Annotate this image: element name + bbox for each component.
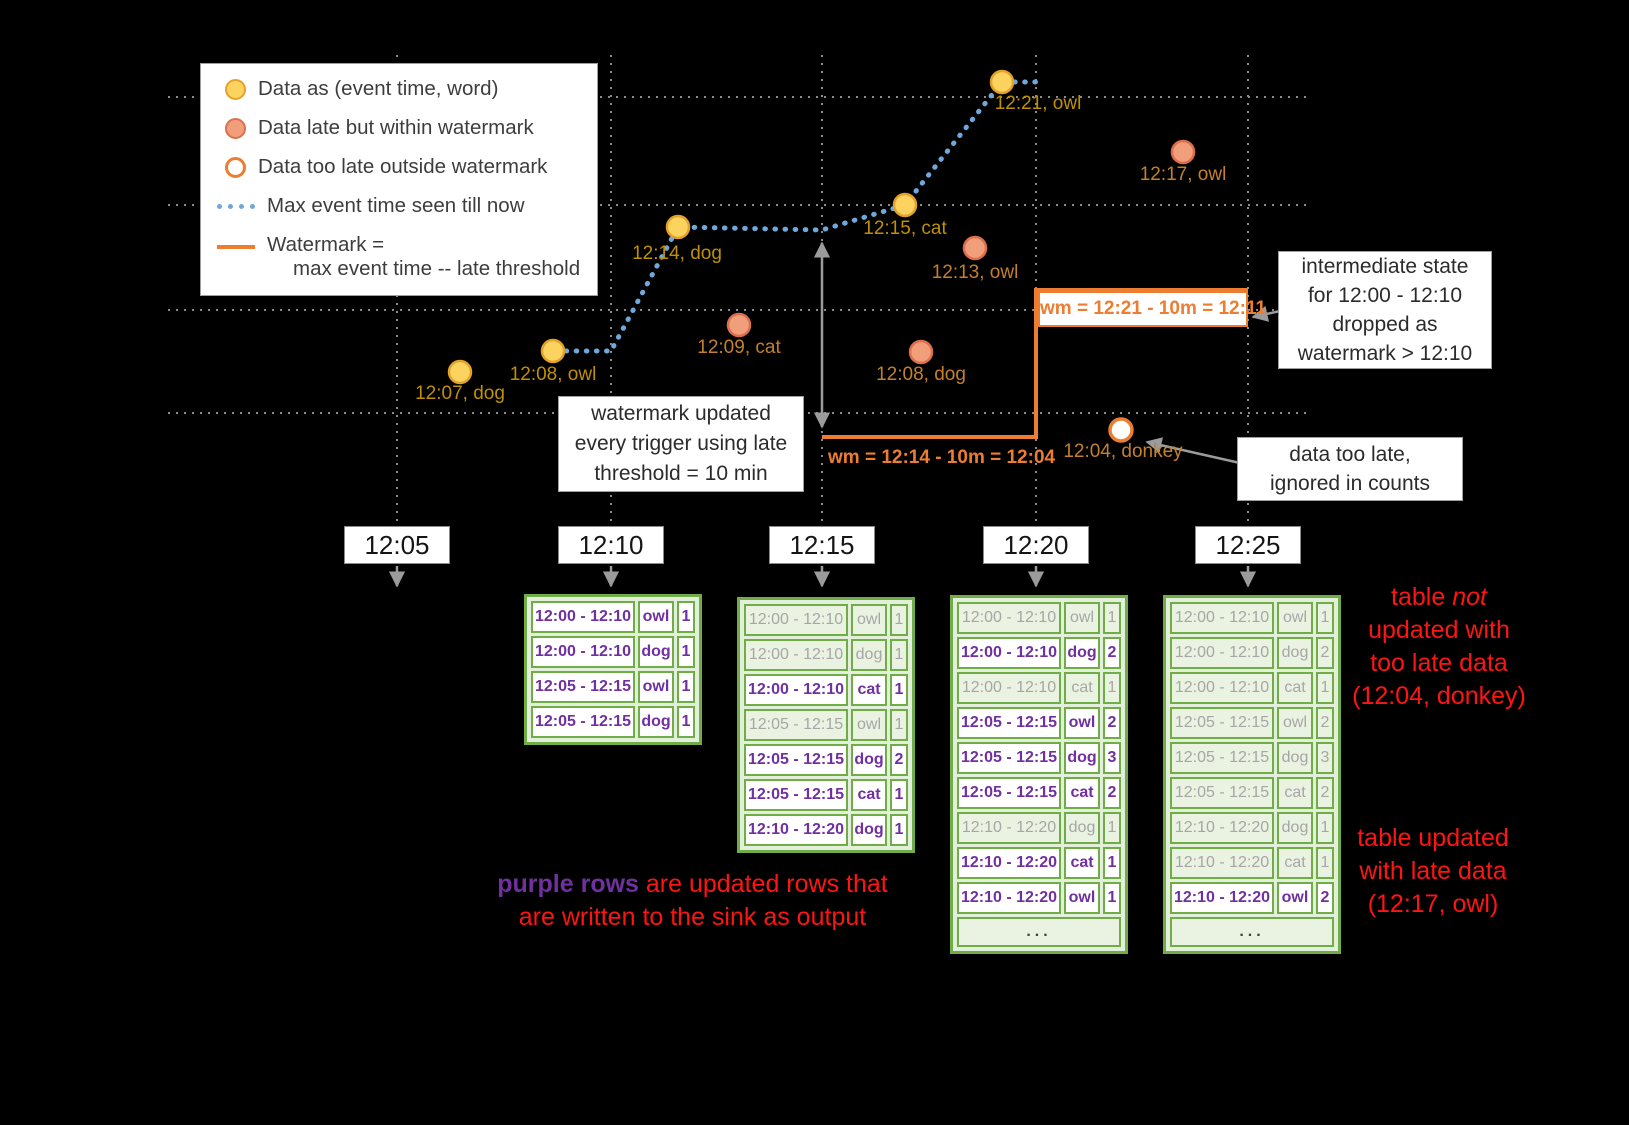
not-updated-line1: table not: [1345, 581, 1533, 614]
purple-rows-rest: are updated rows that: [638, 870, 888, 898]
purple-rows-highlight: purple rows: [497, 870, 639, 898]
data-point-ontime: [665, 214, 691, 240]
data-point-toolate: [1108, 417, 1134, 443]
data-point-late: [1170, 139, 1196, 165]
not-updated-rest: updated with too late data (12:04, donke…: [1352, 616, 1526, 710]
data-point-ontime: [892, 192, 918, 218]
note-table-updated-late: table updated with late data (12:17, owl…: [1357, 824, 1509, 918]
legend-label-watermark: Watermark =max event time -- late thresh…: [267, 233, 580, 281]
not-updated-pre: table: [1391, 583, 1453, 611]
legend-item-toolate: Data too late outside watermark: [217, 155, 581, 179]
legend-label-ontime: Data as (event time, word): [258, 77, 499, 100]
watermark-line-icon: [217, 245, 255, 249]
purple-rows-line2: are written to the sink as output: [518, 903, 867, 931]
legend: Data as (event time, word) Data late but…: [200, 63, 598, 296]
data-point-ontime: [989, 69, 1015, 95]
watermark-label-line2: max event time -- late threshold: [293, 257, 581, 280]
callout-watermark-trigger: watermark updated every trigger using la…: [558, 396, 804, 492]
legend-item-late: Data late but within watermark: [217, 116, 581, 140]
data-point-ontime: [447, 359, 473, 385]
data-point-late: [962, 235, 988, 261]
legend-label-late: Data late but within watermark: [258, 116, 534, 139]
data-point-ontime: [540, 338, 566, 364]
late-dot-icon: [225, 117, 246, 139]
watermark-line: [822, 288, 1248, 439]
intermediate-state-arrow: [1251, 305, 1281, 322]
legend-item-watermark: Watermark =max event time -- late thresh…: [217, 233, 581, 281]
too-late-dot-icon: [225, 156, 246, 178]
purple-rows-line1: purple rows are updated rows that: [450, 868, 935, 901]
too-late-arrow: [1145, 437, 1241, 465]
callout-data-too-late: data too late, ignored in counts: [1237, 437, 1463, 501]
legend-item-maxline: Max event time seen till now: [217, 194, 581, 218]
max-event-line-icon: [217, 203, 255, 209]
legend-label-toolate: Data too late outside watermark: [258, 155, 548, 178]
legend-label-maxline: Max event time seen till now: [267, 194, 525, 217]
data-point-late: [908, 339, 934, 365]
ontime-dot-icon: [225, 78, 246, 100]
data-point-late: [726, 312, 752, 338]
max-event-time-line: [553, 79, 1039, 354]
not-updated-italic: not: [1452, 583, 1487, 611]
legend-item-ontime: Data as (event time, word): [217, 77, 581, 101]
callout-intermediate-state: intermediate state for 12:00 - 12:10 dro…: [1278, 251, 1492, 369]
watermark-label-line1: Watermark =: [267, 233, 385, 256]
